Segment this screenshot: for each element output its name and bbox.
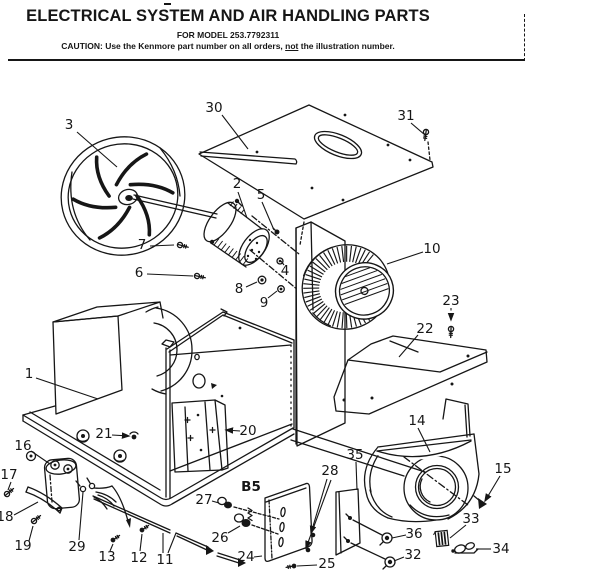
fan-motor-part-2 bbox=[176, 198, 300, 293]
blower-wheel-part-10 bbox=[301, 244, 395, 330]
caution-line: CAUTION: Use the Kenmore part number on … bbox=[61, 41, 395, 51]
part-label-1: 1 bbox=[25, 366, 34, 382]
wiring-harness-part-11 bbox=[75, 477, 246, 567]
part-label-24: 24 bbox=[237, 549, 254, 565]
part-label-16: 16 bbox=[14, 438, 31, 454]
part-label-8: 8 bbox=[235, 281, 244, 297]
knob-part-27 bbox=[217, 496, 232, 509]
capacitor-strap-part-18 bbox=[25, 486, 63, 514]
part-label-6: 6 bbox=[135, 265, 144, 281]
clip-part-33 bbox=[433, 529, 450, 548]
part-label-15: 15 bbox=[494, 461, 511, 477]
part-label-9: 9 bbox=[260, 295, 269, 311]
part-label-5: 5 bbox=[257, 187, 266, 203]
part-label-31: 31 bbox=[397, 108, 414, 124]
part-label-34: 34 bbox=[492, 541, 509, 557]
part-label-21: 21 bbox=[95, 426, 112, 442]
part-label-3: 3 bbox=[65, 117, 74, 133]
part-label-36: 36 bbox=[405, 526, 422, 542]
part-label-23: 23 bbox=[442, 293, 459, 309]
mounting-plate-part-35 bbox=[335, 488, 386, 560]
hex-nut-part-32 bbox=[382, 556, 396, 570]
part-label-14: 14 bbox=[408, 413, 425, 429]
part-label-29: 29 bbox=[68, 539, 85, 555]
knob-part-26 bbox=[233, 513, 251, 527]
part-label-19: 19 bbox=[14, 538, 31, 554]
part-label-27: 27 bbox=[195, 492, 212, 508]
part-label-26: 26 bbox=[211, 530, 228, 546]
header-rule bbox=[8, 59, 524, 61]
part-label-17: 17 bbox=[0, 467, 17, 483]
grid-reference-label: B5 bbox=[241, 479, 261, 495]
part-label-4: 4 bbox=[281, 263, 290, 279]
part-label-30: 30 bbox=[205, 100, 222, 116]
leader-lines bbox=[7, 114, 501, 567]
part-label-28: 28 bbox=[321, 463, 338, 479]
part-label-10: 10 bbox=[423, 241, 440, 257]
clamp-part-34 bbox=[451, 542, 479, 554]
capacitor-part-16 bbox=[43, 457, 81, 510]
header: ELECTRICAL SYSTEM AND AIR HANDLING PARTS… bbox=[0, 7, 456, 51]
header-divider-dashed bbox=[524, 14, 525, 61]
part-label-12: 12 bbox=[130, 550, 147, 566]
scroll-housing-part-14 bbox=[363, 398, 480, 523]
part-label-35: 35 bbox=[346, 447, 363, 463]
part-label-7: 7 bbox=[138, 237, 147, 253]
part-label-32: 32 bbox=[404, 547, 421, 563]
part-label-2: 2 bbox=[233, 176, 242, 192]
model-line: FOR MODEL 253.7792311 bbox=[176, 30, 280, 40]
part-label-18: 18 bbox=[0, 509, 14, 525]
base-pan-assembly-part-1 bbox=[22, 221, 426, 507]
support-bracket-part-22 bbox=[333, 325, 488, 415]
top-panel-part-30 bbox=[198, 104, 434, 246]
part-label-11: 11 bbox=[156, 552, 173, 568]
scan-artifact-dash bbox=[164, 3, 171, 5]
part-label-13: 13 bbox=[98, 549, 115, 565]
bolt-part-15 bbox=[473, 495, 487, 509]
part-label-33: 33 bbox=[462, 511, 479, 527]
part-label-22: 22 bbox=[416, 321, 433, 337]
part-label-25: 25 bbox=[318, 556, 335, 572]
condenser-fan-part-3 bbox=[60, 136, 218, 256]
page-title: ELECTRICAL SYSTEM AND AIR HANDLING PARTS bbox=[26, 7, 430, 25]
part-label-20: 20 bbox=[239, 423, 256, 439]
